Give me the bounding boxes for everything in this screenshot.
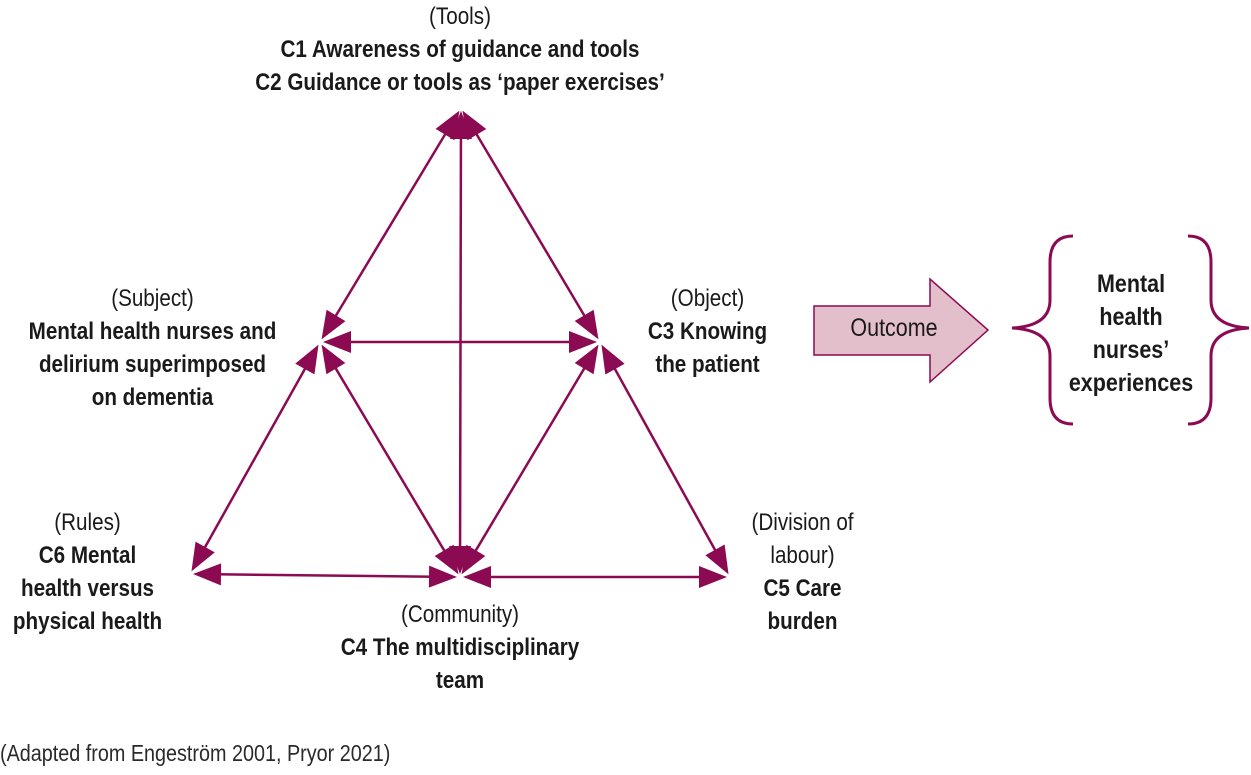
- tools-category: (Tools): [429, 3, 491, 30]
- connector-line: [611, 363, 719, 556]
- left-brace: [1011, 234, 1074, 426]
- object-node: (Object) C3 Knowing the patient: [637, 282, 779, 381]
- connector-tools-object: [462, 110, 599, 340]
- outcome-label: Outcome: [850, 314, 938, 342]
- rules-line-2: health versus: [20, 575, 155, 602]
- connector-object-community: [461, 344, 599, 575]
- tools-node: (Tools) C1 Awareness of guidance and too…: [236, 0, 683, 99]
- arrowhead-start: [574, 344, 599, 375]
- arrowhead-start: [323, 331, 351, 353]
- connector-subject-rules: [191, 344, 319, 572]
- connections-group: [191, 110, 729, 588]
- division-line-1: C5 Care: [763, 575, 842, 602]
- arrowhead-start: [321, 344, 346, 375]
- arrowhead-end: [574, 309, 599, 340]
- division-category-2: labour): [770, 542, 835, 569]
- arrowhead-start: [192, 563, 222, 586]
- arrowhead-end: [705, 544, 729, 575]
- arrowhead-end: [191, 541, 215, 572]
- division-category-1: (Division of: [751, 509, 854, 536]
- object-line-2: the patient: [655, 351, 760, 378]
- arrowhead-end: [434, 544, 459, 575]
- subject-node: (Subject) Mental health nurses and delir…: [21, 282, 283, 414]
- tools-line-2: C2 Guidance or tools as ‘paper exercises…: [255, 69, 665, 96]
- arrowhead-start: [463, 566, 491, 588]
- outcome-arrow: [813, 277, 990, 384]
- subject-line-1: Mental health nurses and: [28, 318, 277, 345]
- tools-line-1: C1 Awareness of guidance and tools: [280, 36, 640, 63]
- division-node: (Division of labour) C5 Care burden: [732, 506, 874, 638]
- object-category: (Object): [670, 285, 745, 312]
- rules-node: (Rules) C6 Mental health versus physical…: [12, 506, 163, 638]
- connector-line: [332, 129, 449, 321]
- result-line-4: experiences: [1068, 369, 1194, 397]
- connector-line: [472, 129, 589, 321]
- rules-line-3: physical health: [12, 608, 163, 635]
- connector-line: [201, 363, 309, 553]
- arrowhead-end: [321, 309, 346, 340]
- arrowhead-end: [461, 544, 486, 575]
- source-caption: (Adapted from Engeström 2001, Pryor 2021…: [0, 740, 391, 766]
- rules-category: (Rules): [54, 509, 121, 536]
- arrowhead-end: [428, 565, 458, 588]
- connector-line: [331, 363, 449, 556]
- division-line-2: burden: [767, 608, 838, 635]
- community-line-1: C4 The multidisciplinary: [340, 634, 580, 661]
- connector-line: [215, 573, 435, 578]
- community-node: (Community) C4 The multidisciplinary tea…: [322, 598, 597, 697]
- arrowhead-start: [601, 344, 625, 375]
- connector-community-division: [463, 566, 727, 588]
- subject-line-2: delirium superimposed: [38, 351, 267, 378]
- subject-line-3: on dementia: [91, 384, 214, 411]
- arrowhead-end: [699, 566, 727, 588]
- connector-tools-subject: [321, 110, 460, 340]
- arrowhead-start: [449, 110, 472, 140]
- result-line-2: health: [1099, 303, 1163, 331]
- rules-line-1: C6 Mental: [38, 542, 137, 569]
- connector-object-division: [601, 344, 729, 575]
- connector-subject-community: [321, 344, 459, 575]
- arrowhead-end: [569, 331, 597, 353]
- result-line-3: nurses’: [1092, 336, 1170, 364]
- object-line-1: C3 Knowing: [647, 318, 768, 345]
- connector-subject-object: [323, 331, 597, 353]
- connector-rules-community: [192, 563, 458, 588]
- connector-line: [471, 363, 589, 556]
- subject-category: (Subject): [111, 285, 194, 312]
- community-line-2: team: [435, 667, 485, 694]
- arrowhead-start: [295, 344, 319, 375]
- result-line-1: Mental: [1096, 270, 1166, 298]
- right-brace: [1187, 234, 1250, 426]
- outcome-result: Mental health nurses’ experiences: [1060, 268, 1203, 400]
- community-category: (Community): [400, 601, 520, 628]
